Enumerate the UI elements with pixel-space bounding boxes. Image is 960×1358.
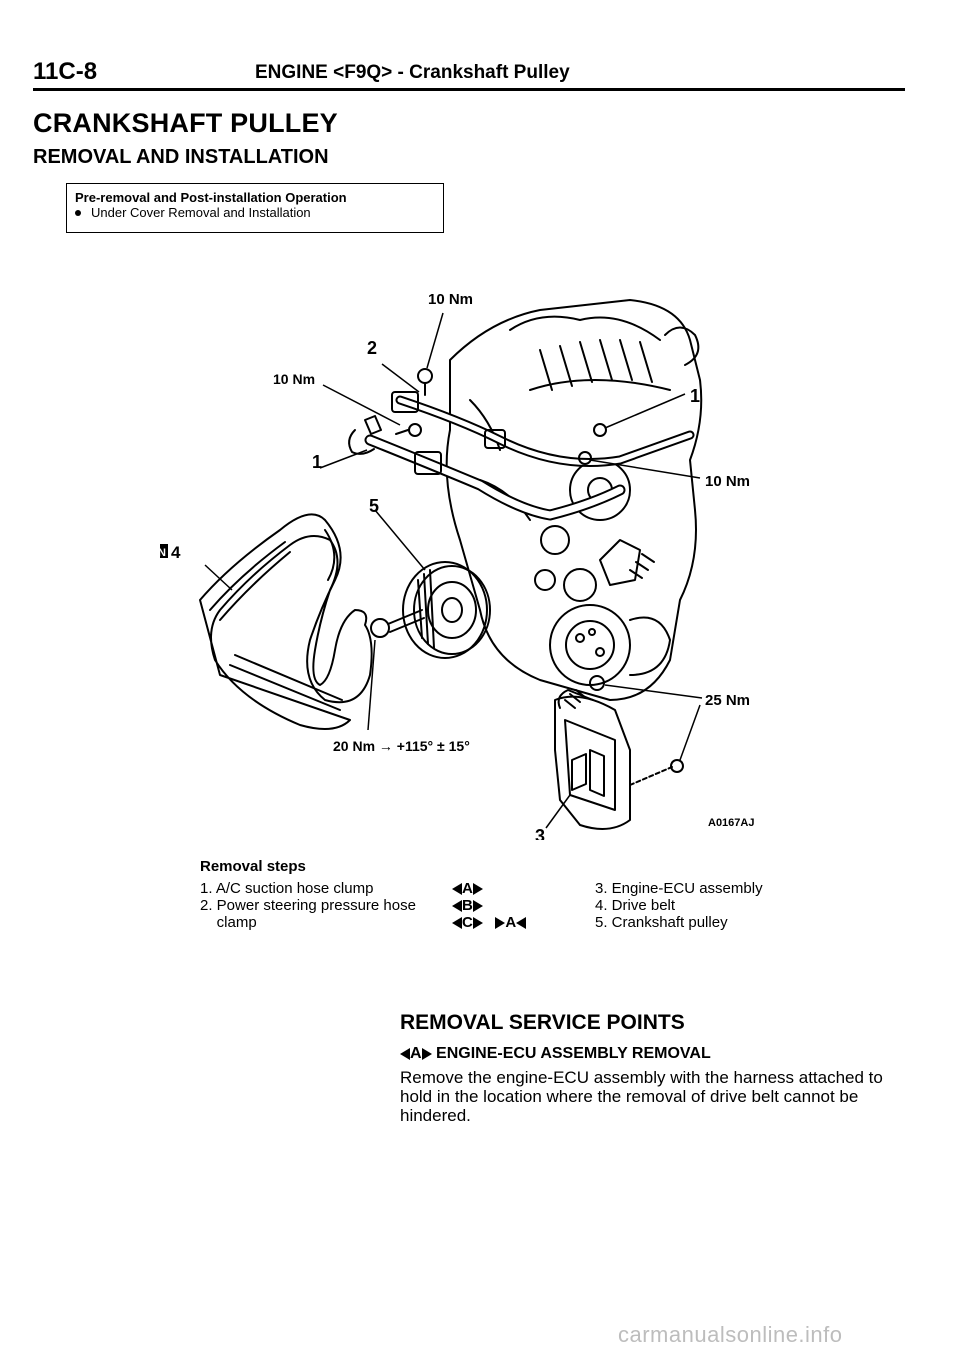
bolt-illustration <box>395 368 607 465</box>
removal-step-4: 4. Drive belt <box>595 897 676 914</box>
removal-steps-right: 3. Engine-ECU assembly 4. Drive belt 5. … <box>595 880 763 931</box>
marker-row-b: B <box>452 897 526 914</box>
arrow-left-icon <box>400 1047 410 1060</box>
callout-3: 3 <box>535 826 545 840</box>
callout-2: 2 <box>367 338 377 358</box>
arrow-left-icon <box>452 917 462 930</box>
torque-label-pulley: 20 Nm → +115° ± 15° <box>333 738 470 754</box>
pre-removal-title: Pre-removal and Post-installation Operat… <box>75 190 347 205</box>
bullet-icon <box>75 210 81 217</box>
marker-c: C <box>462 914 473 931</box>
service-subtitle-text: ENGINE-ECU ASSEMBLY REMOVAL <box>436 1045 711 1062</box>
header-rule <box>33 88 905 91</box>
torque-label-left: 10 Nm <box>273 371 315 387</box>
figure-code: A0167AJ <box>708 817 754 829</box>
removal-steps-left: 1. A/C suction hose clump 2. Power steer… <box>200 880 416 931</box>
callout-1-right: 1 <box>690 386 700 406</box>
callout-5: 5 <box>369 496 379 516</box>
section-title: CRANKSHAFT PULLEY <box>33 108 338 138</box>
arrow-left-icon <box>516 917 527 930</box>
subsection-title: REMOVAL AND INSTALLATION <box>33 146 329 168</box>
header-title: ENGINE <F9Q> - Crankshaft Pulley <box>255 62 570 83</box>
removal-step-3: 3. Engine-ECU assembly <box>595 880 763 897</box>
arrow-right-icon <box>472 883 483 896</box>
torque-label-right: 10 Nm <box>705 473 750 490</box>
removal-step-5: 5. Crankshaft pulley <box>595 914 728 931</box>
engine-diagram: 10 Nm 2 10 Nm 1 1 10 Nm 5 N 4 25 Nm 20 N… <box>160 291 754 840</box>
marker-row-c: C A <box>452 914 527 931</box>
removal-step-1: 1. A/C suction hose clump <box>200 880 374 897</box>
callout-4: 4 <box>171 543 181 562</box>
removal-markers: A B C A <box>452 880 527 931</box>
pre-removal-item: Under Cover Removal and Installation <box>75 205 435 220</box>
crankshaft-pulley-illustration <box>370 561 491 659</box>
service-points-title: REMOVAL SERVICE POINTS <box>400 1011 685 1034</box>
arrow-right-icon <box>472 900 483 913</box>
callout-1-left: 1 <box>312 452 322 472</box>
marker-row-a: A <box>452 880 526 897</box>
torque-label-top: 10 Nm <box>428 291 473 308</box>
marker-a: A <box>462 880 473 897</box>
leader-lines <box>204 312 703 829</box>
arrow-right-icon <box>495 917 506 930</box>
drive-belt-illustration <box>199 513 373 730</box>
arrow-left-icon <box>452 900 462 913</box>
arrow-right-icon <box>421 1047 432 1060</box>
arrow-left-icon <box>452 883 462 896</box>
removal-step-2-cont: clamp <box>200 914 257 931</box>
arrow-right-icon <box>472 917 483 930</box>
engine-block-illustration <box>445 299 703 701</box>
engine-ecu-illustration <box>554 675 684 830</box>
pre-removal-box: Pre-removal and Post-installation Operat… <box>66 183 444 233</box>
marker-install-a: A <box>505 914 517 931</box>
marker-b: B <box>462 897 473 914</box>
n-badge-letter: N <box>160 547 166 559</box>
hose-illustration <box>348 391 695 521</box>
removal-step-2: 2. Power steering pressure hose <box>200 897 416 914</box>
page-number: 11C-8 <box>33 58 98 85</box>
removal-steps-title: Removal steps <box>200 858 306 875</box>
service-body: Remove the engine-ECU assembly with the … <box>400 1068 883 1125</box>
torque-label-ecu: 25 Nm <box>705 692 750 709</box>
pre-removal-item-text: Under Cover Removal and Installation <box>91 205 311 220</box>
service-marker: A <box>410 1045 422 1062</box>
n-badge-icon <box>160 544 168 558</box>
watermark: carmanualsonline.info <box>618 1322 843 1347</box>
service-subtitle: A ENGINE-ECU ASSEMBLY REMOVAL <box>400 1045 711 1063</box>
